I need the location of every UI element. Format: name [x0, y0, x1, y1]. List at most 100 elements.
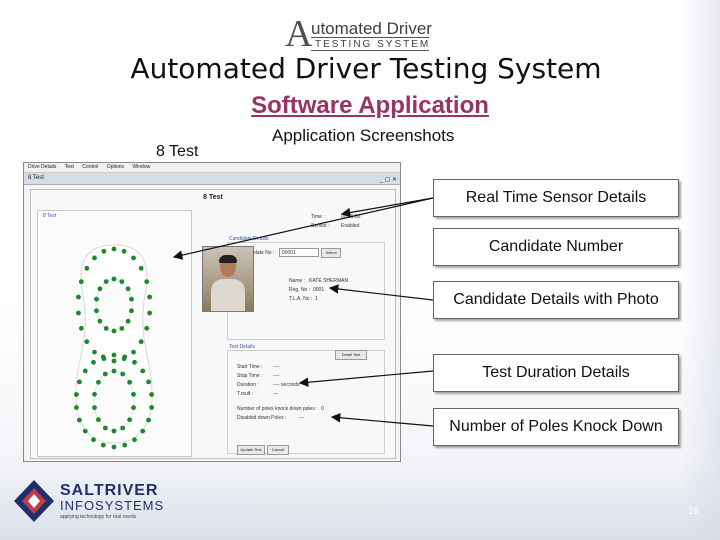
start-time-value: ---- — [273, 364, 280, 370]
logo-line1: utomated Driver — [311, 19, 432, 38]
pole-marker — [100, 354, 106, 360]
select-button[interactable]: Select — [321, 248, 341, 258]
window-control-buttons[interactable]: _ ▢ ✕ — [379, 177, 397, 183]
app-menu-bar: Drive Details Test Control Options Windo… — [24, 163, 400, 173]
pole-marker — [122, 354, 128, 360]
result-label: T.rsult : — [237, 391, 254, 397]
pole-marker — [111, 352, 117, 358]
page-number: 16 — [688, 506, 700, 517]
pole-marker — [76, 294, 81, 300]
pole-marker — [92, 391, 97, 397]
pole-marker — [111, 358, 117, 364]
pole-marker — [131, 391, 136, 397]
pole-marker — [147, 294, 152, 300]
menu-item-drive-details[interactable]: Drive Details — [28, 164, 57, 170]
callout-sensor-details: Real Time Sensor Details — [433, 179, 679, 217]
company-diamond-icon — [14, 480, 54, 522]
logo-letter: A — [285, 13, 313, 55]
track-panel: 8 Test — [37, 210, 192, 457]
pole-marker — [82, 428, 88, 434]
pole-marker — [74, 405, 79, 410]
pole-marker — [125, 286, 131, 292]
bottom-gradient-band — [0, 460, 720, 540]
pole-marker — [132, 437, 137, 443]
callout-candidate-details: Candidate Details with Photo — [433, 281, 679, 319]
pole-marker — [103, 279, 109, 284]
menu-item-control[interactable]: Control — [82, 164, 99, 170]
disabled-value: --- — [299, 415, 304, 421]
pole-marker — [77, 417, 82, 423]
right-gradient-band — [680, 0, 720, 540]
detail-test-button[interactable]: Detail Test — [335, 350, 367, 360]
tla-value: 1 — [315, 296, 318, 302]
pole-marker — [78, 325, 84, 331]
label-8-test: 8 Test — [156, 143, 199, 160]
callout-poles-knock-down: Number of Poles Knock Down — [433, 408, 679, 446]
pole-marker — [140, 428, 146, 434]
pole-marker — [140, 368, 146, 374]
pole-marker — [120, 371, 126, 377]
pole-marker — [76, 310, 81, 316]
pole-marker — [82, 368, 88, 374]
company-tagline: applying technology for real needs — [60, 514, 137, 520]
pole-marker — [132, 359, 137, 365]
pole-marker — [111, 276, 117, 282]
pole-marker — [92, 405, 97, 411]
pole-marker — [127, 417, 132, 423]
menu-item-test[interactable]: Test — [64, 164, 74, 170]
menu-item-window[interactable]: Window — [132, 164, 151, 170]
name-label: Name : — [289, 278, 306, 284]
pole-marker — [101, 248, 107, 254]
stop-time-value: ---- — [273, 373, 280, 379]
product-logo: A utomated Driver TESTING SYSTEM — [285, 13, 435, 55]
tla-label: T.L.A. No : — [289, 296, 313, 302]
duration-label: Duration : — [237, 382, 259, 388]
app-window-title: 8 Test — [28, 175, 44, 181]
photo-body — [211, 279, 245, 311]
candidate-photo — [202, 246, 254, 312]
pole-marker — [146, 379, 151, 385]
pole-marker — [84, 339, 90, 345]
pole-marker — [144, 279, 150, 285]
pole-marker — [122, 442, 128, 448]
pole-marker — [100, 442, 106, 448]
reg-label: Reg. No : — [289, 287, 311, 293]
pole-marker — [111, 328, 117, 334]
pole-marker — [92, 255, 97, 261]
slide-title: Automated Driver Testing System — [130, 52, 602, 85]
photo-hair — [219, 255, 237, 263]
pole-markers — [74, 246, 154, 450]
time-value: 00:00:00 — [341, 214, 361, 220]
track-tab-label[interactable]: 8 Test — [43, 213, 57, 219]
inner-title: 8 Test — [203, 194, 223, 201]
pole-marker — [125, 318, 131, 324]
name-value: KATE SHERMAN — [309, 278, 349, 284]
app-title-bar: 8 Test _ ▢ ✕ — [24, 173, 400, 185]
disabled-label: Disabled down Poles : — [237, 415, 287, 421]
knock-value: 0 — [321, 406, 324, 412]
candidate-no-input[interactable] — [279, 248, 319, 257]
sensor-value: Enabled — [341, 223, 360, 229]
menu-item-options[interactable]: Options — [106, 164, 125, 170]
pole-marker — [146, 417, 151, 423]
upper-inner-loop — [95, 278, 133, 332]
pole-marker — [74, 392, 79, 397]
pole-marker — [84, 265, 90, 271]
app-screenshot-window: Drive Details Test Control Options Windo… — [23, 162, 401, 462]
result-value: --- — [273, 391, 278, 397]
sensor-label: Sensor : — [311, 223, 330, 229]
pole-marker — [111, 428, 117, 434]
pole-marker — [97, 318, 103, 324]
pole-marker — [102, 425, 108, 431]
slide-subtitle: Software Application — [251, 92, 489, 119]
test-box-title: Test Details — [229, 344, 255, 350]
update-test-button[interactable]: Update Test — [237, 445, 265, 455]
pole-marker — [119, 279, 125, 284]
cancel-button[interactable]: Cancel — [267, 445, 289, 455]
pole-marker — [92, 349, 97, 355]
label-app-screenshots: Application Screenshots — [272, 126, 455, 145]
pole-marker — [127, 379, 132, 385]
pole-marker — [129, 296, 134, 302]
pole-marker — [149, 392, 154, 397]
pole-marker — [147, 310, 152, 316]
